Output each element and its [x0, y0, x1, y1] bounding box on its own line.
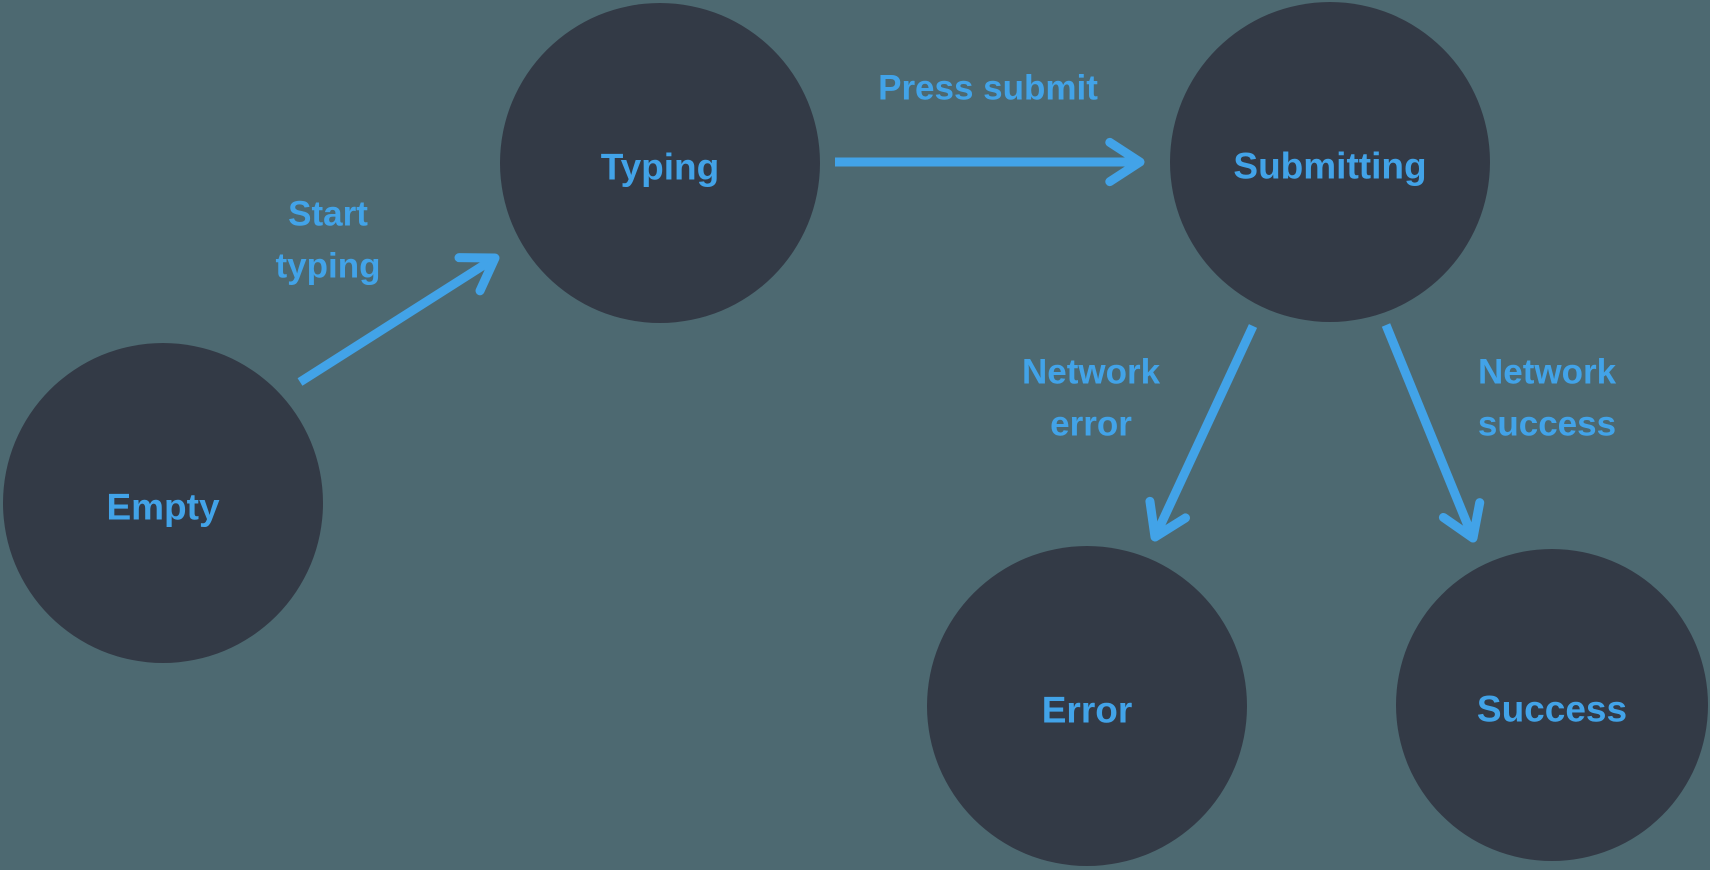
state-circle-error [927, 546, 1247, 866]
state-node-typing: Typing [500, 3, 820, 323]
arrowhead-icon [1145, 496, 1191, 542]
state-label-success: Success [1477, 689, 1627, 730]
transition-label-network-success: Network [1478, 353, 1617, 392]
transition-label-network-success: success [1478, 405, 1616, 444]
state-circle-typing [500, 3, 820, 323]
transition-label-network-error: Network [1022, 353, 1161, 392]
transition-arrow-network-success [1381, 323, 1478, 540]
transition-arrow-network-error [1150, 324, 1258, 539]
state-label-submitting: Submitting [1233, 146, 1426, 187]
state-node-success: Success [1396, 549, 1708, 861]
state-circle-empty [3, 343, 323, 663]
state-circle-success [1396, 549, 1708, 861]
transition-label-press-submit: Press submit [878, 69, 1098, 108]
transition-label-start-typing: typing [276, 247, 381, 286]
transition-label-start-typing: Start [288, 195, 368, 234]
state-node-empty: Empty [3, 343, 323, 663]
transition-press-submit: Press submit [835, 69, 1145, 187]
state-label-typing: Typing [601, 147, 720, 188]
transition-network-error: Network error [1022, 324, 1258, 542]
transition-network-success: Network success [1381, 323, 1617, 543]
transition-label-network-error: error [1050, 405, 1132, 444]
state-label-empty: Empty [106, 487, 220, 528]
arrowhead-icon [1438, 498, 1485, 543]
state-label-error: Error [1042, 690, 1132, 731]
state-circle-submitting [1170, 2, 1490, 322]
transition-arrow-start-typing [297, 254, 498, 386]
state-node-submitting: Submitting [1170, 2, 1490, 322]
state-node-error: Error [927, 546, 1247, 866]
transition-start-typing: Start typing [276, 195, 500, 386]
arrowhead-icon [454, 253, 500, 296]
arrowhead-icon [1105, 137, 1145, 187]
